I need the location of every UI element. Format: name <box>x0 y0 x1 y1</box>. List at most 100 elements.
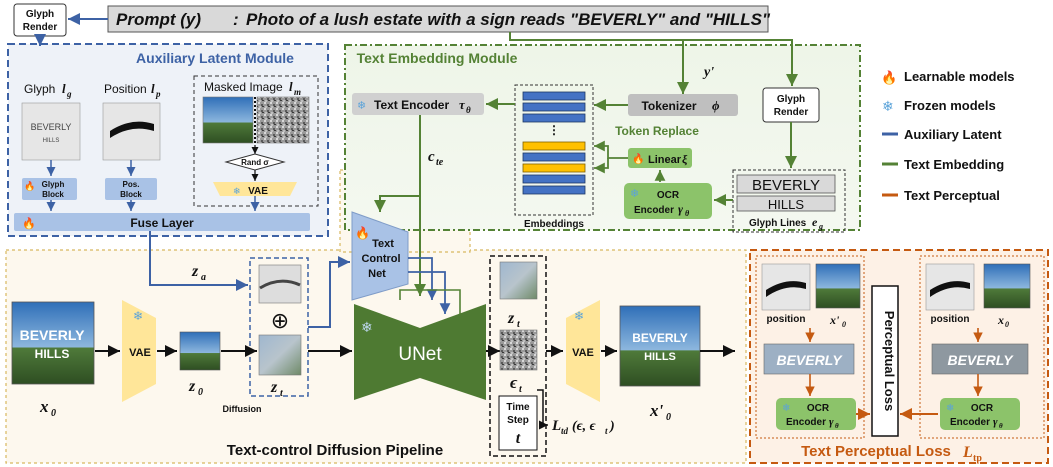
embeddings-label: Embeddings <box>524 219 584 230</box>
embedding-row-3 <box>522 113 586 123</box>
embeddings-group <box>514 84 594 216</box>
glyph-render-right-line1: Glyph <box>777 94 805 105</box>
ocr-line2: Encoder <box>634 205 674 216</box>
unet-shape <box>354 304 486 400</box>
loss-args-sub: t <box>605 426 608 436</box>
prompt-sep: : <box>233 10 239 29</box>
za-zt-group <box>249 257 309 397</box>
embedding-row-8 <box>522 185 586 195</box>
perceptual-loss-label: Perceptual Loss <box>882 311 897 411</box>
unet-snowflake-icon: ❄ <box>361 319 373 335</box>
aux-vae-snowflake-icon: ❄ <box>233 186 241 196</box>
controlnet-line3: Net <box>368 268 386 280</box>
legend-flame-icon: 🔥 <box>881 70 897 85</box>
controlnet-to-unet-arrow-1 <box>408 257 438 300</box>
loss-close: ) <box>608 419 615 434</box>
glyph-sym: l <box>62 81 66 96</box>
position-sub: p <box>155 89 161 99</box>
glyph-block-line2: Block <box>42 190 64 199</box>
perc-ocr-right-line2: Encoder <box>950 417 990 428</box>
glyph-render-right-line2: Render <box>774 107 809 118</box>
perc-ocr-right-sub: θ <box>999 422 1003 430</box>
legend-learnable: Learnable models <box>904 69 1015 84</box>
x0p-image <box>619 305 701 387</box>
ocr-snowflake-icon: ❄ <box>630 188 639 200</box>
ocr-sub: θ <box>685 209 690 218</box>
legend-perc: Text Perceptual <box>904 188 1000 203</box>
tokenizer-sym: ϕ <box>712 98 720 113</box>
cte-sub: te <box>436 157 444 168</box>
eps-sym: ϵ <box>510 373 518 392</box>
perc-crop-right <box>931 343 1029 375</box>
time-step-box <box>498 395 538 451</box>
perc-ocr-left-line2: Encoder <box>786 417 826 428</box>
za-sym: z <box>191 263 199 280</box>
pos-block-line1: Pos. <box>123 180 140 189</box>
perc-x0p-image <box>815 263 861 309</box>
perc-title: Text Perceptual Loss <box>801 443 951 460</box>
linear-flame-icon: 🔥 <box>632 152 644 165</box>
perc-position-shape-left <box>766 281 806 297</box>
loss-sub: td <box>561 426 569 436</box>
tokenizer-label: Tokenizer <box>641 99 696 113</box>
vae-snowflake-icon: ❄ <box>133 309 143 323</box>
glyph-lines-sym: e <box>812 215 818 229</box>
linear-to-embeddings-arrow-2 <box>594 158 609 174</box>
time-line2: Step <box>507 415 529 426</box>
perc-x0p-sub: 0 <box>842 320 846 329</box>
text-encoder-label: Text Encoder <box>374 98 449 112</box>
text-encoder-sub: θ <box>466 105 471 115</box>
perc-position-label-left: position <box>767 314 806 325</box>
perc-ocr-right-snowflake-icon: ❄ <box>946 403 954 414</box>
glyph-sub: g <box>66 89 72 99</box>
text-controlnet <box>351 211 409 301</box>
eps-to-loss-arrow <box>537 389 548 430</box>
perc-right-group <box>919 255 1045 439</box>
glyph-image <box>21 102 81 161</box>
pos-block-line2: Block <box>120 190 142 199</box>
x0-sign-2: HILLS <box>35 347 70 361</box>
za-sub: a <box>201 272 206 283</box>
zt2-image <box>499 261 538 300</box>
perc-crop-right-text: BEVERLY <box>947 352 1014 368</box>
glyph-line-2 <box>736 195 836 212</box>
vae2-snowflake-icon: ❄ <box>574 309 584 323</box>
masked-label: Masked Image <box>204 80 283 94</box>
embedding-row-4 <box>522 141 586 151</box>
glyph-label: Glyph <box>24 82 55 96</box>
perc-ocr-right <box>940 398 1020 430</box>
perc-ocr-right-line1: OCR <box>971 403 994 414</box>
pos-block <box>105 178 157 200</box>
x0p-sign-1: BEVERLY <box>632 331 688 345</box>
glyph-block-line1: Glyph <box>42 180 65 189</box>
x0p-sub: 0 <box>666 412 671 423</box>
glyph-image-text-2: HILLS <box>43 138 60 144</box>
loss-args: (ϵ, ϵ <box>572 419 597 434</box>
x0-sign-1: BEVERLY <box>20 327 86 343</box>
cte-to-unet-green-2 <box>399 289 465 330</box>
x0p-sym: x' <box>649 401 664 420</box>
glyph-line-1 <box>736 174 836 194</box>
embedding-row-6 <box>522 163 586 173</box>
legend-snowflake-icon: ❄ <box>882 98 894 114</box>
perc-crop-left-text: BEVERLY <box>776 352 843 368</box>
embedding-row-1 <box>522 91 586 101</box>
ocr-line1: OCR <box>657 190 680 201</box>
x0-image <box>11 301 95 385</box>
perc-x0-sym: x <box>997 313 1004 327</box>
zt-image <box>258 334 302 376</box>
linear-label: Linear <box>648 154 682 166</box>
z0-sub: 0 <box>198 387 203 398</box>
zt-sym: z <box>270 379 278 396</box>
perc-title-sym: L <box>962 444 973 461</box>
masked-image-photo <box>202 96 254 144</box>
aux-module-title: Auxiliary Latent Module <box>136 50 294 66</box>
aux-vae-label: VAE <box>248 186 268 197</box>
perc-crop-left <box>763 343 855 375</box>
controlnet-flame-icon: 🔥 <box>355 226 370 240</box>
perc-position-shape-right <box>930 281 970 297</box>
zt2-sym: z <box>507 310 515 327</box>
glyph-block-flame-icon: 🔥 <box>24 180 35 191</box>
embedding-row-2 <box>522 102 586 112</box>
